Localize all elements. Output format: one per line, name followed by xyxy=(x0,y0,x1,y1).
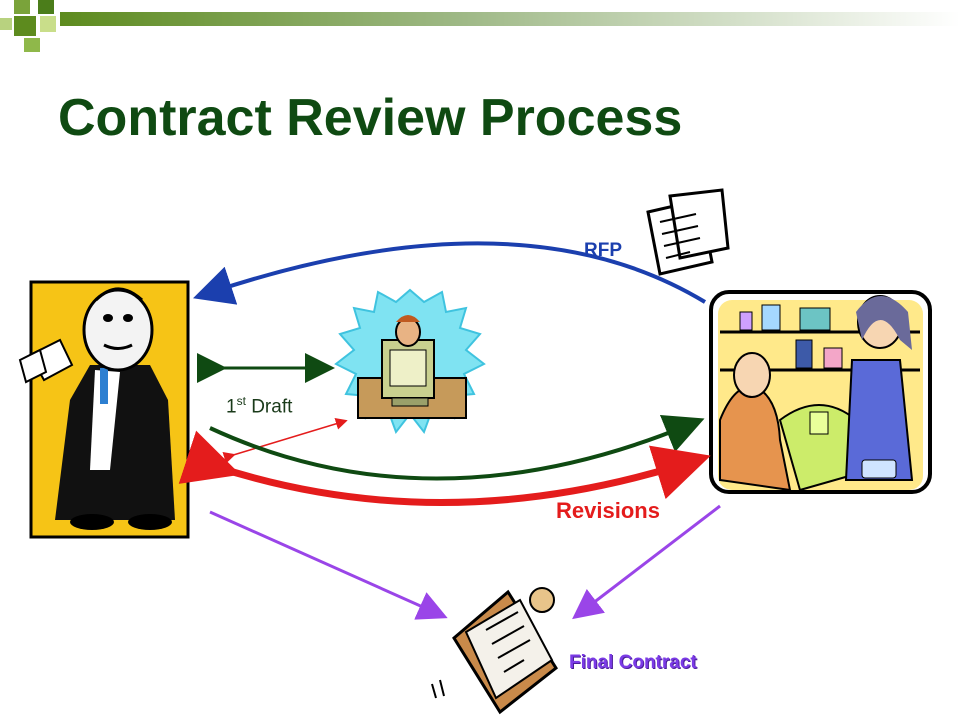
draft-label: 1st Draft xyxy=(226,394,292,418)
final-arrow-right xyxy=(572,504,721,620)
header-decoration xyxy=(0,0,960,52)
draft-arrow xyxy=(209,414,705,481)
draft-link-arrow xyxy=(222,418,348,464)
final-contract-label: Final Contract xyxy=(569,652,697,673)
revisions-label: Revisions xyxy=(556,498,660,523)
document-clipart xyxy=(646,188,730,276)
rfp-label: RFP xyxy=(584,240,622,261)
rfp-arrow xyxy=(193,241,707,305)
businessman-clipart xyxy=(18,280,190,539)
shop-clipart xyxy=(709,290,932,494)
draft-label-number: 1 xyxy=(226,396,237,418)
revisions-arrow xyxy=(178,430,711,506)
programmer-clipart xyxy=(334,288,486,435)
page-title: Contract Review Process xyxy=(58,89,683,147)
final-arrow-left xyxy=(209,510,448,620)
draft-label-text: Draft xyxy=(245,396,293,418)
draft-label-ordinal: st xyxy=(236,394,246,408)
contract-clipart xyxy=(431,587,558,715)
